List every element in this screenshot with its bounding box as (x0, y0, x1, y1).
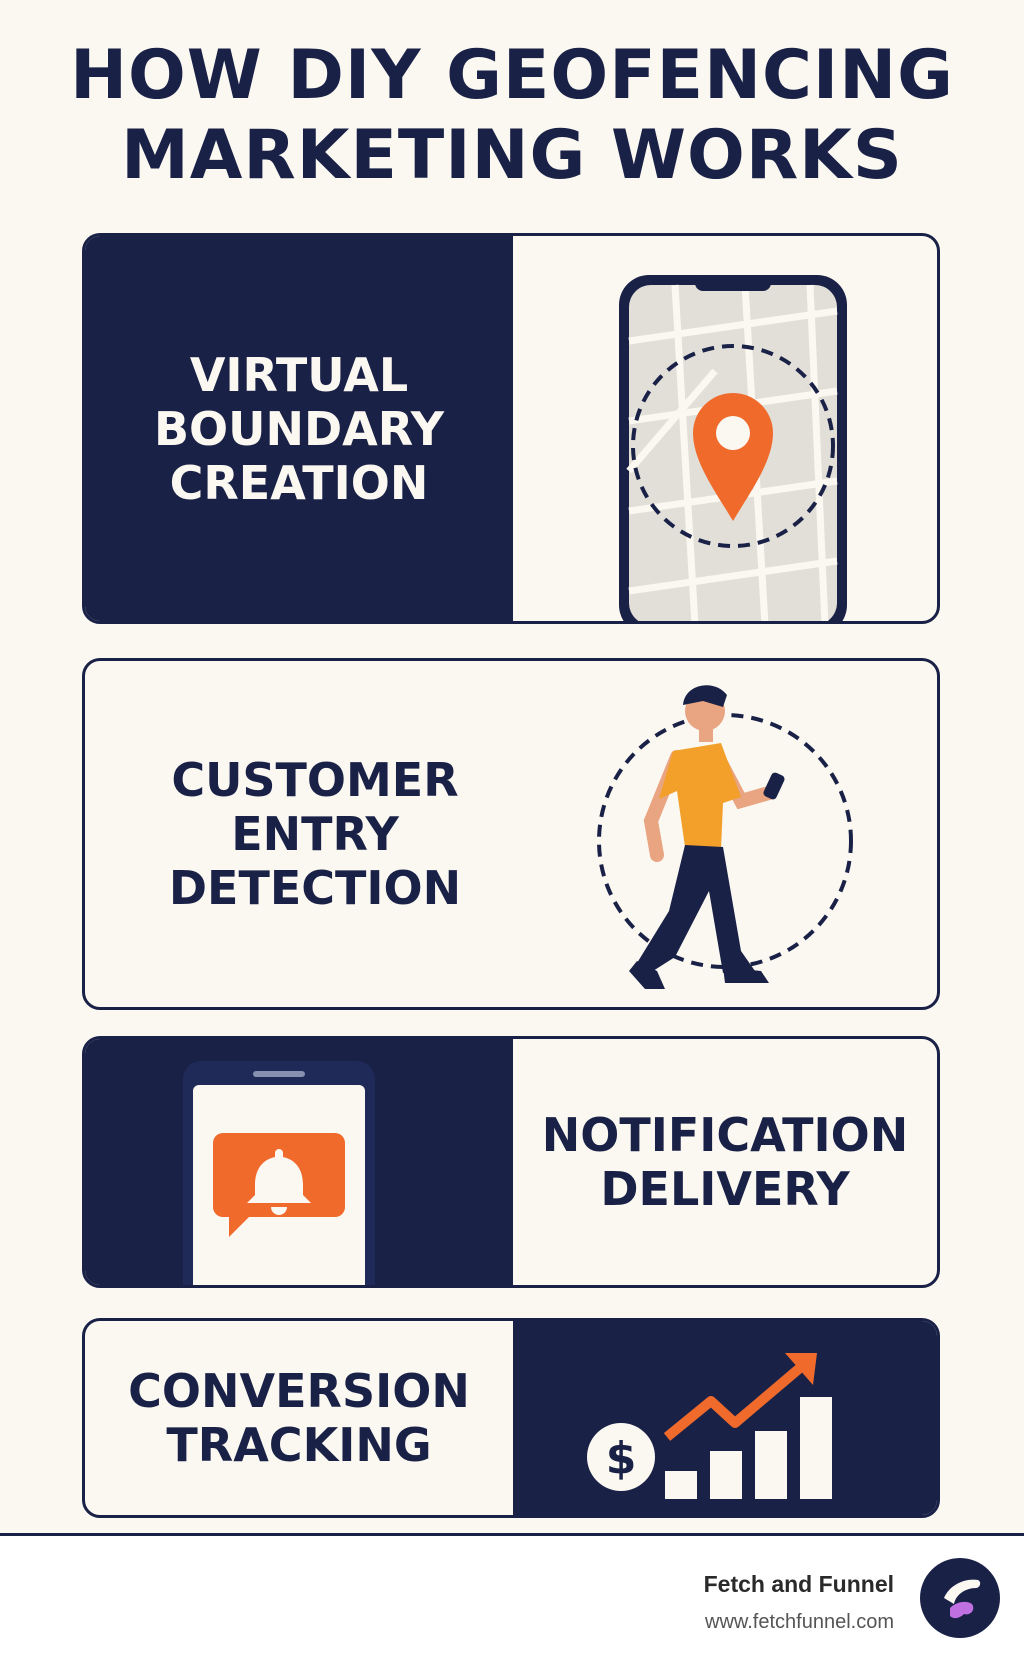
step-label-notification: NOTIFICATION DELIVERY (541, 1108, 909, 1216)
step-card-customer-entry: CUSTOMER ENTRY DETECTION (82, 658, 940, 1010)
step-card-navy-panel (85, 236, 513, 621)
phone-map-pin-icon (619, 275, 847, 621)
step-label-conversion: CONVERSION TRACKING (128, 1364, 470, 1472)
walking-person-icon (597, 685, 853, 989)
footer: Fetch and Funnel www.fetchfunnel.com (0, 1536, 1024, 1666)
step-label-virtual-boundary: VIRTUAL BOUNDARY CREATION (153, 347, 444, 510)
brand-name: Fetch and Funnel (703, 1571, 894, 1597)
brand-url-link[interactable]: www.fetchfunnel.com (705, 1611, 894, 1633)
step-card-conversion: CONVERSION TRACKING $ (82, 1318, 940, 1518)
fetch-funnel-logo-icon (920, 1558, 1000, 1638)
phone-bell-notification-icon (183, 1061, 375, 1285)
svg-text:$: $ (606, 1433, 637, 1484)
page-title: HOW DIY GEOFENCING MARKETING WORKS (70, 36, 954, 195)
step-label-customer-entry: CUSTOMER ENTRY DETECTION (168, 753, 462, 915)
step-card-virtual-boundary: VIRTUAL BOUNDARY CREATION (82, 233, 940, 624)
dollar-growth-chart-icon: $ (587, 1353, 832, 1499)
footer-divider (0, 1533, 1024, 1536)
step-card-notification: NOTIFICATION DELIVERY (82, 1036, 940, 1288)
